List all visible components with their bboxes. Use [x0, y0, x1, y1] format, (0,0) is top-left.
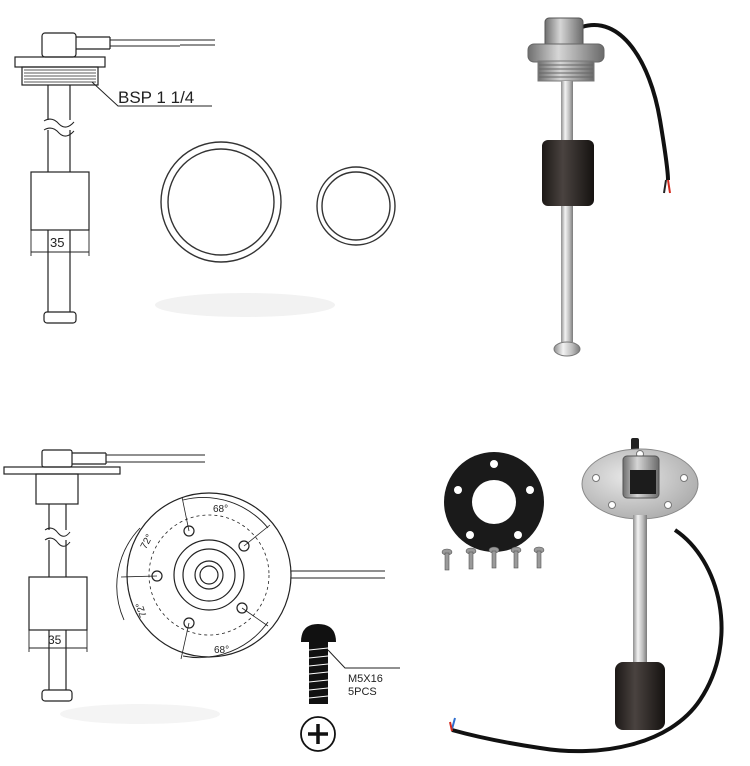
- angle-arc-bottom: [182, 621, 269, 659]
- screw-leader: [327, 649, 400, 669]
- flange-center-hole-inner: [199, 565, 219, 585]
- bottom-cable-wires: [106, 454, 205, 463]
- top-photo-rod-tip: [553, 341, 581, 357]
- thread-leader: [91, 81, 212, 107]
- top-photo-cable: [581, 23, 670, 181]
- bottom-float: [28, 576, 88, 631]
- cable-wires: [110, 39, 215, 47]
- bottom-photo-blue-wire: [451, 717, 456, 730]
- screw-head: [301, 624, 336, 642]
- thread-label: BSP 1 1/4: [118, 88, 194, 107]
- head-flange: [14, 56, 106, 68]
- bottom-photo-float: [615, 662, 665, 730]
- angle-leader-lines: [120, 496, 271, 660]
- bottom-rod: [48, 504, 67, 690]
- angle-label-bottom: 68°: [214, 645, 229, 656]
- head-cap: [41, 32, 77, 58]
- flange-top-view: [116, 492, 385, 660]
- angle-arc-left: [116, 527, 141, 621]
- flange-center-hole: [194, 560, 224, 590]
- screw-top-view: [300, 716, 336, 752]
- top-photo-black-wire: [663, 179, 667, 194]
- bottom-cable-sleeve: [72, 452, 107, 465]
- angle-label-left-top: 72°: [139, 533, 156, 552]
- float-dimension-line: [30, 230, 90, 256]
- bottom-photo-red-wire: [449, 721, 453, 732]
- top-sensor-drawing: [14, 32, 215, 324]
- angle-arc-top: [182, 497, 269, 529]
- bolt-hole-bottom: [183, 617, 195, 629]
- flange-boss-mid: [182, 548, 236, 602]
- decorative-shadow-top: [155, 293, 335, 317]
- top-rod: [47, 85, 71, 312]
- bolt-hole-top: [183, 525, 195, 537]
- bottom-float-dimension: [28, 630, 88, 652]
- bottom-sensor-drawing: [3, 449, 205, 702]
- bolt-hole-top-right: [238, 540, 250, 552]
- top-photo-thread: [537, 60, 595, 82]
- bottom-photo-cable: [451, 528, 724, 754]
- bottom-under-flange: [35, 473, 79, 505]
- small-o-ring-inner: [321, 171, 391, 241]
- top-photo-red-wire: [667, 179, 671, 194]
- flange-boss-outer: [173, 539, 245, 611]
- thread-block: [21, 66, 99, 86]
- top-float: [30, 171, 90, 231]
- large-o-ring: [160, 141, 282, 263]
- large-o-ring-inner: [167, 148, 275, 256]
- cable-sleeve: [76, 36, 111, 50]
- decorative-shadow-bottom: [60, 704, 220, 724]
- screw-drawing: [300, 624, 400, 752]
- top-photo-rod-upper: [561, 81, 573, 141]
- top-rod-tip: [43, 311, 77, 324]
- top-photo-float: [542, 140, 594, 206]
- bottom-photo-rod: [633, 515, 647, 665]
- bottom-head: [41, 449, 73, 468]
- screw-threads: [308, 647, 329, 699]
- bottom-flange-plate: [3, 466, 121, 475]
- bottom-rod-tip: [41, 689, 73, 702]
- top-sensor-photo: [527, 17, 671, 357]
- o-rings: [160, 141, 396, 263]
- top-float-width: 35: [50, 235, 64, 250]
- thread-lines: [24, 69, 96, 83]
- screw-count-label: 5PCS: [348, 686, 377, 698]
- bolt-hole-bottom-right: [236, 602, 248, 614]
- rod-break: [43, 118, 75, 137]
- angle-label-top: 68°: [213, 504, 228, 515]
- screw-size-label: M5X16: [348, 673, 383, 685]
- flange-side-cable: [290, 570, 385, 579]
- top-photo-flange: [527, 43, 605, 63]
- screw-set: [441, 546, 545, 571]
- top-photo-rod-lower: [561, 206, 573, 342]
- bottom-sensor-photo: [441, 438, 724, 754]
- phillips-cross-icon: [308, 724, 328, 744]
- flange-bolt-circle: [148, 514, 270, 636]
- small-o-ring: [316, 166, 396, 246]
- top-photo-thread-lines: [539, 64, 593, 78]
- bottom-float-width: 35: [48, 633, 62, 647]
- gasket: [444, 452, 544, 552]
- bottom-rod-break: [44, 527, 71, 547]
- angle-label-left-bottom: 72°: [134, 601, 150, 619]
- bottom-photo-housing-black: [630, 470, 656, 494]
